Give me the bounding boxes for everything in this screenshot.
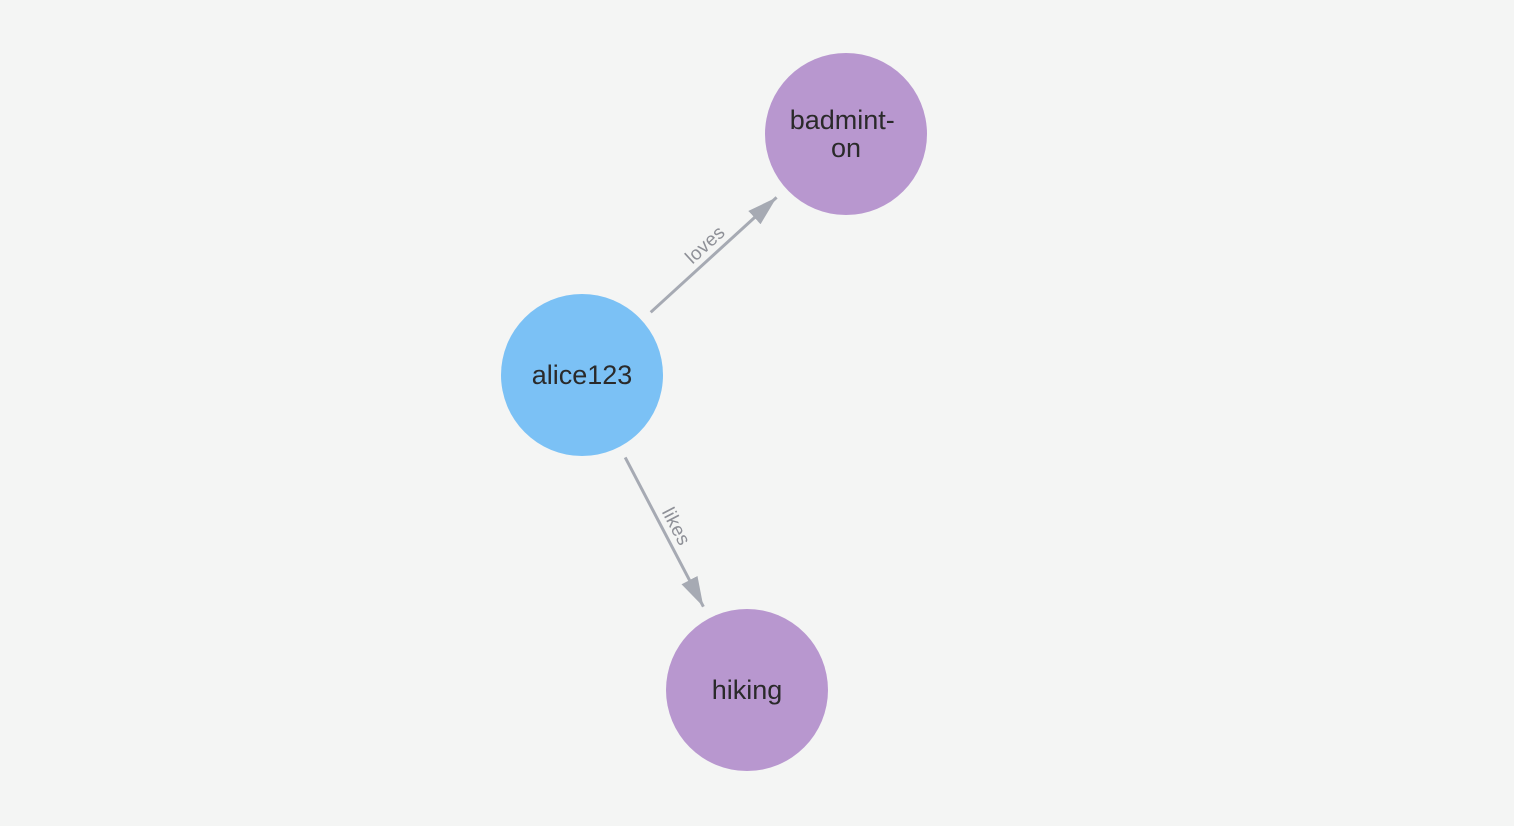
node-caption-alice123: alice123 xyxy=(532,360,633,390)
node-caption-hiking: hiking xyxy=(712,675,783,705)
node-alice123[interactable]: alice123 xyxy=(501,294,663,456)
node-caption-line-1: badmint- xyxy=(790,105,895,135)
edge-line-likes[interactable] xyxy=(623,456,705,608)
edge-alice123-loves-badminton: loves xyxy=(649,196,778,314)
node-circle-badminton[interactable] xyxy=(765,53,927,215)
node-hiking[interactable]: hiking xyxy=(666,609,828,771)
node-circle-hiking[interactable] xyxy=(666,609,828,771)
node-badminton[interactable]: badmint- on xyxy=(765,53,927,215)
node-caption-line-2: on xyxy=(831,133,861,163)
edge-line-loves[interactable] xyxy=(649,196,778,314)
node-circle-alice123[interactable] xyxy=(501,294,663,456)
edge-alice123-likes-hiking: likes xyxy=(623,456,705,608)
node-caption-badminton: badmint- on xyxy=(790,105,903,163)
